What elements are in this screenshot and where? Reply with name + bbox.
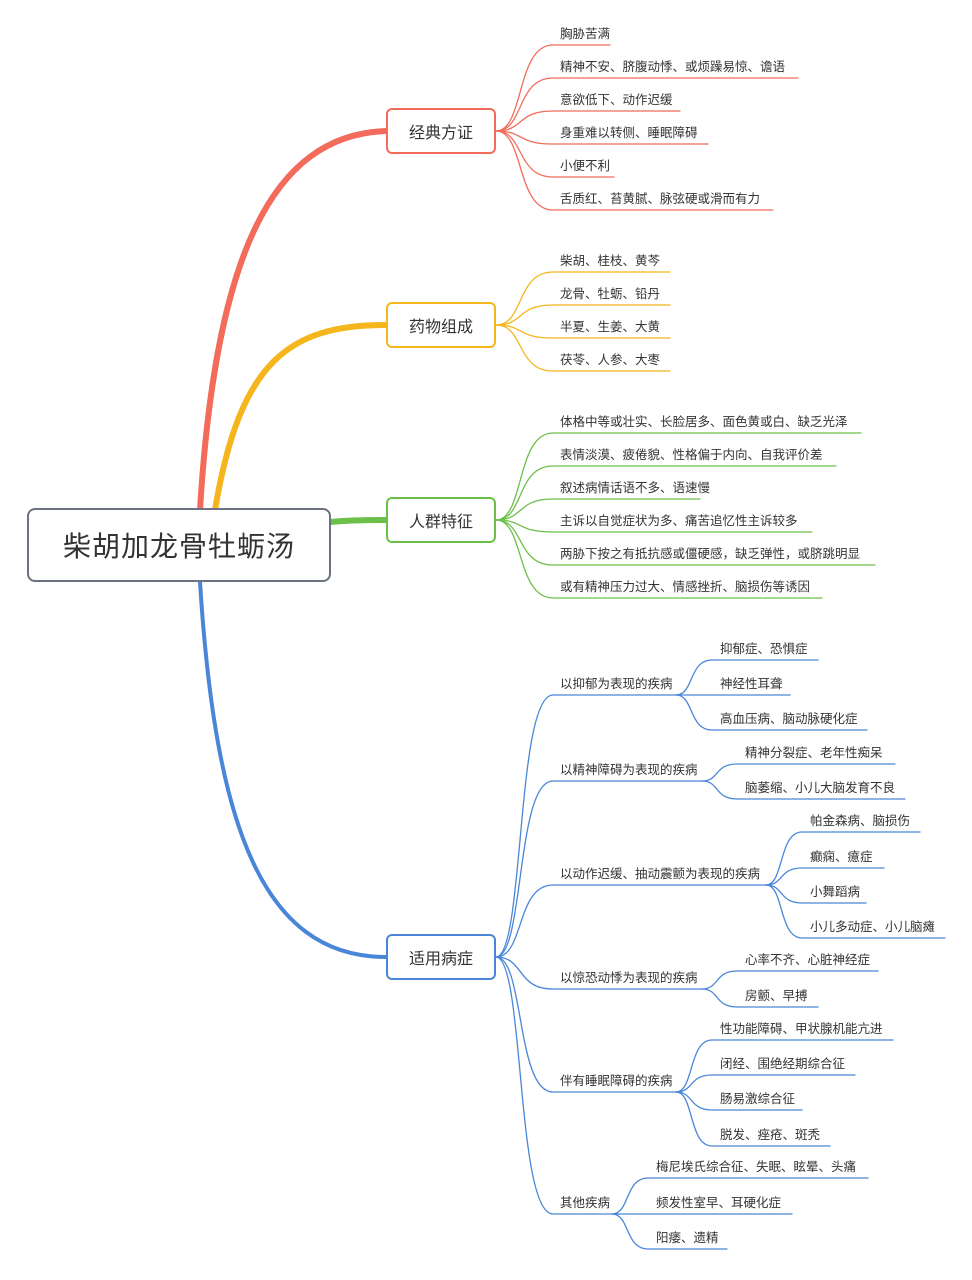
leaf-node[interactable]: 舌质红、苔黄腻、脉弦硬或滑而有力 [560,191,761,206]
leaf-connector [675,1039,894,1093]
leaf-node[interactable]: 脑萎缩、小儿大脑发育不良 [745,780,896,795]
subcategory-node[interactable]: 以精神障碍为表现的疾病 [560,762,698,777]
branch-node-composition[interactable]: 药物组成 [386,302,496,348]
leaf-node[interactable]: 主诉以自觉症状为多、痛苦追忆性主诉较多 [560,513,798,528]
leaf-connector [495,110,681,132]
branch-node-indications[interactable]: 适用病症 [386,934,496,980]
subcategory-connector [495,956,703,990]
leaf-connector [675,694,868,731]
leaf-node[interactable]: 频发性室早、耳硬化症 [656,1195,782,1210]
root-connector-classic [197,128,389,513]
leaf-node[interactable]: 叙述病情话语不多、语速慢 [560,480,711,495]
leaf-node[interactable]: 神经性耳聋 [720,676,783,691]
leaf-node[interactable]: 抑郁症、恐惧症 [720,641,808,656]
leaf-connector [765,831,921,886]
leaf-connector [495,519,823,599]
leaf-connector [495,130,615,178]
leaf-connector [765,867,885,886]
leaf-connector [495,130,774,211]
leaf-connector [495,498,701,521]
leaf-connector [495,271,671,326]
leaf-node[interactable]: 两胁下按之有抵抗感或僵硬感，缺乏弹性，或脐跳明显 [560,546,861,561]
leaf-connector [495,519,876,566]
leaf-node[interactable]: 精神不安、脐腹动悸、或烦躁易惊、谵语 [560,59,786,74]
leaf-node[interactable]: 梅尼埃氏综合征、失眠、眩晕、头痛 [656,1159,857,1174]
leaf-connector [765,884,867,904]
subcategory-connector [495,884,767,958]
leaf-node[interactable]: 或有精神压力过大、情感挫折、脑损伤等诱因 [560,579,811,594]
root-connector-population [328,517,389,525]
leaf-node[interactable]: 表情淡漠、疲倦貌、性格偏于内向、自我评价差 [560,447,823,462]
root-connector-indications [198,580,388,959]
leaf-node[interactable]: 小儿多动症、小儿脑瘫 [810,919,936,934]
subcategory-connector [495,780,703,958]
subcategory-node[interactable]: 以抑郁为表现的疾病 [560,676,673,691]
leaf-node[interactable]: 高血压病、脑动脉硬化症 [720,711,858,726]
subcategory-node[interactable]: 其他疾病 [560,1195,611,1210]
leaf-connector [611,1177,869,1215]
leaf-connector [495,519,813,533]
leaf-node[interactable]: 阳痿、遗精 [656,1230,719,1245]
leaf-connector [675,659,819,696]
leaf-node[interactable]: 茯苓、人参、大枣 [560,352,661,367]
leaf-connector [495,324,671,339]
leaf-node[interactable]: 房颤、早搏 [745,988,808,1003]
leaf-connector [495,432,862,521]
leaf-node[interactable]: 心率不齐、心脏神经症 [745,952,871,967]
leaf-node[interactable]: 胸胁苦满 [560,26,611,41]
leaf-node[interactable]: 闭经、围绝经期综合征 [720,1056,846,1071]
leaf-connector [765,884,946,939]
leaf-node[interactable]: 帕金森病、脑损伤 [810,813,911,828]
root-node[interactable]: 柴胡加龙骨牡蛎汤 [27,508,331,582]
leaf-node[interactable]: 柴胡、桂枝、黄芩 [560,253,661,268]
leaf-connector [701,988,819,1008]
leaf-node[interactable]: 身重难以转侧、睡眠障碍 [560,125,698,140]
leaf-node[interactable]: 精神分裂症、老年性痴呆 [745,745,883,760]
leaf-connector [495,44,611,132]
subcategory-connector [495,956,613,1215]
leaf-connector [701,780,906,800]
branch-node-classic-syndrome[interactable]: 经典方证 [386,108,496,154]
leaf-connector [675,1091,803,1111]
subcategory-connector [495,956,677,1093]
leaf-connector [495,304,671,326]
leaf-node[interactable]: 性功能障碍、甲状腺机能亢进 [720,1021,883,1036]
leaf-node[interactable]: 体格中等或壮实、长脸居多、面色黄或白、缺乏光泽 [560,414,848,429]
leaf-node[interactable]: 龙骨、牡蛎、铅丹 [560,286,661,301]
leaf-connector [701,763,896,782]
leaf-connector [495,77,799,132]
leaf-node[interactable]: 小便不利 [560,158,611,173]
root-connector-composition [212,322,389,513]
leaf-node[interactable]: 意欲低下、动作迟缓 [560,92,673,107]
leaf-node[interactable]: 脱发、痤疮、斑秃 [720,1127,821,1142]
leaf-connector [611,1213,728,1250]
branch-node-population-traits[interactable]: 人群特征 [386,497,496,543]
subcategory-node[interactable]: 以惊恐动悸为表现的疾病 [560,970,698,985]
subcategory-node[interactable]: 伴有睡眠障碍的疾病 [560,1073,673,1088]
leaf-connector [495,324,671,372]
leaf-node[interactable]: 癫痫、癔症 [810,849,873,864]
subcategory-node[interactable]: 以动作迟缓、抽动震颤为表现的疾病 [560,866,761,881]
leaf-connector [675,1091,831,1147]
leaf-connector [495,130,709,145]
leaf-connector [675,1074,856,1093]
leaf-node[interactable]: 肠易激综合征 [720,1091,796,1106]
leaf-connector [495,465,837,521]
leaf-connector [701,970,879,990]
leaf-node[interactable]: 小舞蹈病 [810,884,861,899]
leaf-node[interactable]: 半夏、生姜、大黄 [560,319,661,334]
subcategory-connector [495,694,677,958]
